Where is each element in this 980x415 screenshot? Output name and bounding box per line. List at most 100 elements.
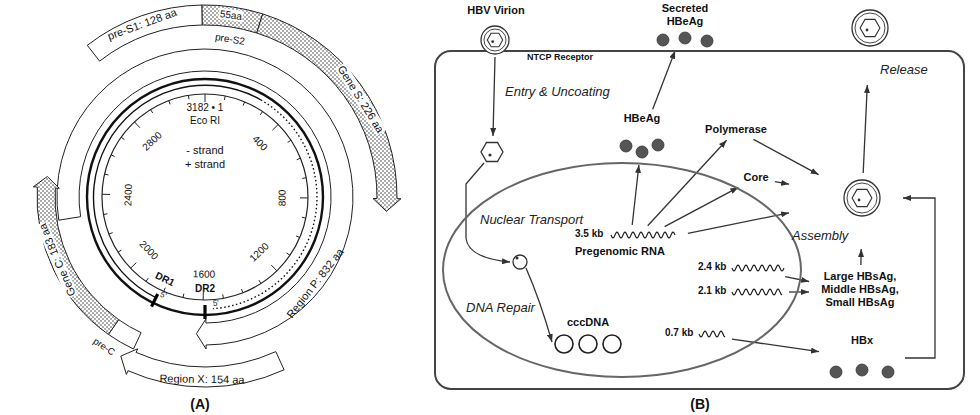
flow-arrow xyxy=(754,139,819,174)
rcdna-circle xyxy=(513,255,527,269)
protein-label: Large HBsAg, Middle HBsAg, Small HBsAg xyxy=(812,268,909,316)
map-label: DR1 xyxy=(154,269,177,288)
panel-label: (A) xyxy=(190,397,209,412)
map-label: 3182 • 1 xyxy=(187,102,224,113)
scale-tick xyxy=(222,294,224,298)
map-label: Eco RI xyxy=(190,115,220,126)
scale-tick xyxy=(241,289,242,293)
protein-dot xyxy=(701,35,713,47)
genome-dot xyxy=(866,29,869,32)
scale-tick xyxy=(288,140,291,142)
flow-arrow xyxy=(688,213,789,234)
scale-tick xyxy=(183,294,185,298)
capsid-icon xyxy=(481,143,503,162)
map-label: 1600 xyxy=(192,268,214,279)
map-label: 5' xyxy=(213,299,220,308)
scale-tick xyxy=(169,101,170,105)
node-text: HBx xyxy=(851,334,873,347)
node-text: Assembly xyxy=(792,228,848,244)
node-text: 2.1 kb xyxy=(698,285,726,297)
panel-label: (B) xyxy=(690,397,709,412)
cccdna-circle xyxy=(603,335,621,353)
node-text: 3.5 kb xyxy=(575,228,603,240)
scale-tick xyxy=(103,213,107,215)
minus-strand xyxy=(87,79,323,315)
rna-transcript: 0.7 kb xyxy=(665,326,729,342)
envelope-inner xyxy=(484,29,506,51)
gene-band xyxy=(57,49,353,349)
scale-tick xyxy=(146,278,148,281)
panel-label: - strand xyxy=(186,144,223,156)
genome-dot xyxy=(491,40,494,43)
protein-dot xyxy=(679,32,691,44)
capsid xyxy=(487,33,502,46)
gene-band xyxy=(257,14,401,211)
node-text: Secreted HBeAg xyxy=(653,2,717,28)
rna-wave xyxy=(699,331,725,337)
virion-icon: HBV Virion xyxy=(466,4,527,58)
envelope xyxy=(852,10,888,46)
node-text: Nuclear Transport xyxy=(480,212,583,228)
rcdna-dot xyxy=(516,257,519,260)
map-label: Region X: 154 aa xyxy=(159,372,244,386)
flow-arrow xyxy=(775,182,789,185)
protein-dot xyxy=(636,146,648,158)
envelope-inner xyxy=(847,183,877,213)
flow-arrow xyxy=(860,249,862,265)
protein-dot xyxy=(830,366,842,378)
protein-dot xyxy=(856,364,868,376)
scale-tick xyxy=(111,155,115,157)
envelope xyxy=(844,180,880,216)
rna-wave xyxy=(611,232,675,238)
cccdna-circle xyxy=(579,335,597,353)
cccdna-group: cccDNA xyxy=(548,316,628,354)
protein-dot xyxy=(620,140,632,152)
protein-dots: Secreted HBeAg xyxy=(645,2,725,48)
node-text: DNA Repair xyxy=(466,300,535,316)
map-label: 1200 xyxy=(247,240,271,263)
scale-tick xyxy=(259,280,261,283)
node-text: Entry & Uncoating xyxy=(505,84,610,100)
scale-tick xyxy=(109,233,113,234)
scale-tick xyxy=(260,112,262,115)
flow-arrow xyxy=(789,291,809,292)
flow-arrow xyxy=(653,51,675,109)
capsid-dna xyxy=(488,153,491,156)
scale-tick xyxy=(272,124,278,130)
scale-tick xyxy=(287,253,290,255)
node-text: Release xyxy=(880,62,928,78)
rna-transcript: 3.5 kbPregenomic RNA xyxy=(575,228,685,262)
scale-tick xyxy=(188,95,190,99)
scale-tick xyxy=(224,96,226,100)
protein-dot xyxy=(657,34,669,46)
scale-tick xyxy=(296,236,300,238)
direct-repeat-mark xyxy=(152,294,158,307)
plus-strand xyxy=(93,85,261,297)
envelope-inner xyxy=(855,13,885,43)
scale-tick xyxy=(102,194,110,195)
scale-tick xyxy=(297,158,301,160)
panel-label: NTCP Receptor xyxy=(527,53,593,63)
gene-band xyxy=(202,5,263,33)
map-label: 5' xyxy=(159,291,168,301)
rna-transcript: 2.4 kb xyxy=(698,260,788,276)
protein-dot xyxy=(652,139,664,151)
map-label: 2000 xyxy=(138,238,161,262)
flow-arrow xyxy=(785,277,809,282)
scale-tick xyxy=(205,94,206,102)
scale-tick xyxy=(121,137,124,139)
protein-label: Core xyxy=(740,170,772,186)
protein-label: Polymerase xyxy=(700,122,772,138)
scale-tick xyxy=(151,110,153,113)
entry-arrow xyxy=(493,57,495,136)
gene-band xyxy=(121,349,284,387)
virion-icon: Assembly xyxy=(792,176,900,246)
genome-dot xyxy=(858,199,861,202)
node-text: HBV Virion xyxy=(467,4,524,17)
envelope xyxy=(481,26,509,54)
flow-arrow xyxy=(732,339,819,352)
